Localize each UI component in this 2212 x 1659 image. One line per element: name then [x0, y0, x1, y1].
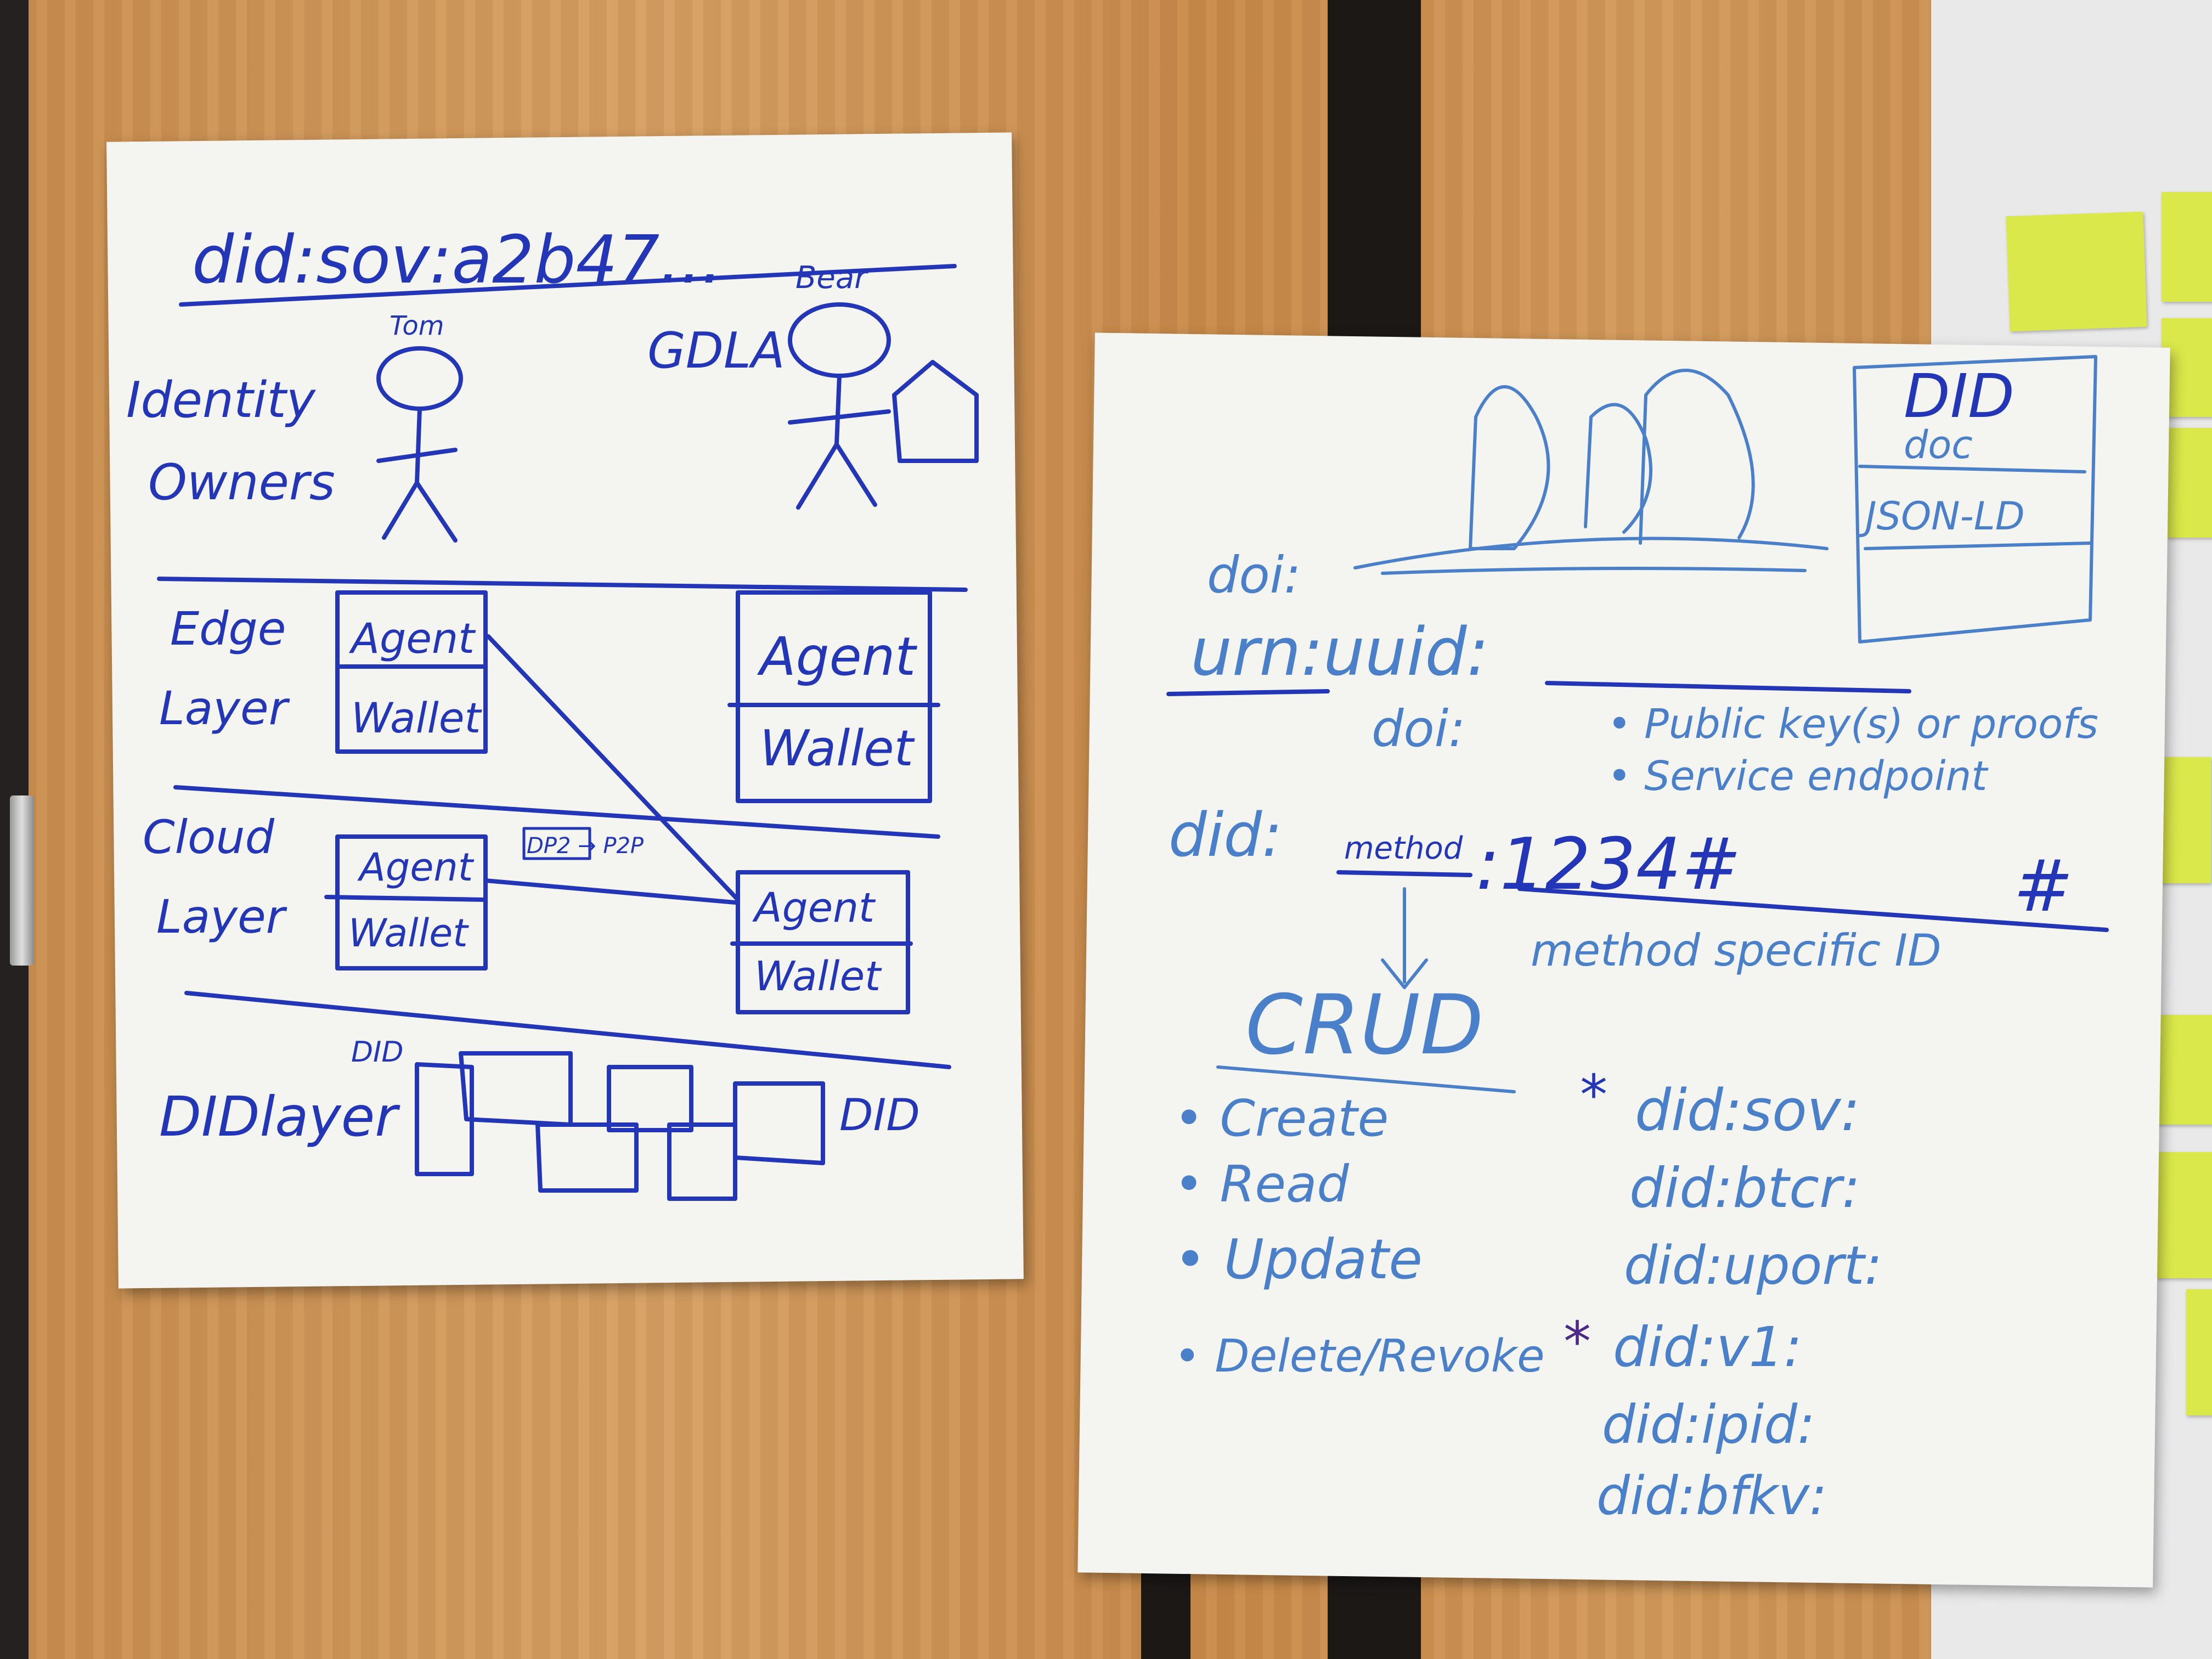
stick-figure-right	[788, 302, 891, 510]
divider-line	[1545, 681, 1911, 693]
svg-text:doc: doc	[1904, 422, 1973, 467]
cloud-agent-wallet-right: Agent Wallet	[730, 870, 913, 1014]
svg-text:*: *	[1580, 1063, 1607, 1127]
svg-text:Agent: Agent	[357, 845, 475, 890]
svg-text:did:ipid:: did:ipid:	[1602, 1394, 1815, 1455]
arrow-cloud	[483, 878, 737, 905]
doi-mid: doi:	[1372, 699, 1465, 758]
svg-text:JSON-LD: JSON-LD	[1859, 494, 2025, 539]
svg-text:DID: DID	[1904, 361, 2015, 431]
did-example-text: did:sov:a2b47...	[192, 222, 723, 298]
did-left-label: DID	[351, 1036, 403, 1069]
svg-text:Wallet: Wallet	[351, 693, 483, 742]
svg-text:Wallet: Wallet	[348, 911, 469, 956]
p2p-label: DP2 → P2P	[522, 827, 644, 860]
door-hinge	[10, 795, 34, 966]
svg-text:method specific ID: method specific ID	[1531, 925, 1942, 976]
sticky-note	[2167, 428, 2212, 538]
org-label: GDLA	[647, 322, 785, 380]
divider-line	[157, 577, 968, 592]
did-methods-list: * did:sov: did:btcr: did:uport: * did:v1…	[1564, 1063, 1882, 1527]
edge-layer-label: Edge Layer	[159, 602, 301, 735]
did-right-label: DID	[839, 1090, 920, 1141]
svg-text:did:: did:	[1169, 800, 1282, 870]
svg-text:Wallet: Wallet	[754, 953, 882, 1000]
did-doc-box: DID doc JSON-LD	[1853, 355, 2097, 644]
svg-text:Wallet: Wallet	[760, 720, 916, 777]
divider-line	[184, 991, 951, 1069]
underline	[179, 264, 957, 307]
svg-text:Agent: Agent	[348, 614, 476, 663]
service-endpoint-bullet: • Service endpoint	[1607, 753, 1989, 800]
crud-underline	[1216, 1065, 1516, 1093]
edge-agent-wallet-left: Agent Wallet	[335, 590, 488, 754]
svg-text:method: method	[1344, 831, 1463, 866]
doi-top: doi:	[1207, 546, 1301, 605]
did-layer-label: DIDlayer	[159, 1085, 400, 1149]
svg-text:DP2 → P2P: DP2 → P2P	[527, 833, 644, 859]
sticky-note	[2162, 192, 2212, 302]
urn-underline	[1166, 689, 1330, 696]
did-method-syntax: did: method :1234# # method specific ID	[1169, 800, 2109, 989]
svg-text:• Delete/Revoke: • Delete/Revoke	[1174, 1330, 1545, 1383]
svg-text:did:sov:: did:sov:	[1635, 1077, 1860, 1144]
stick-figure-left	[376, 346, 463, 543]
sticky-note	[2162, 318, 2212, 417]
cloud-layer-label: Cloud Layer	[143, 810, 289, 944]
cloud-agent-wallet-left: Agent Wallet	[324, 834, 488, 970]
did-sketch-logo	[1353, 369, 1829, 575]
public-key-bullet: • Public key(s) or proofs	[1607, 701, 2098, 748]
urn-uuid: urn:uuid:	[1190, 614, 1489, 691]
sticky-note	[2186, 1289, 2212, 1415]
person-right-name: Bear	[795, 260, 868, 296]
crud-list: • Create • Read • Update • Delete/Revoke	[1174, 1089, 1545, 1383]
svg-text:did:btcr:: did:btcr:	[1629, 1156, 1860, 1220]
svg-text:*: *	[1564, 1310, 1591, 1374]
svg-text:did:uport:: did:uport:	[1624, 1235, 1882, 1296]
sticky-note	[2156, 1152, 2212, 1278]
svg-text:Agent: Agent	[752, 884, 876, 932]
sticky-note	[2153, 1015, 2212, 1125]
svg-text:did:bfkv:: did:bfkv:	[1596, 1465, 1827, 1527]
svg-text:did:v1:: did:v1:	[1613, 1315, 1802, 1379]
person-left-name: Tom	[390, 311, 444, 341]
edge-agent-wallet-right: Agent Wallet	[727, 590, 940, 803]
svg-text:• Read: • Read	[1174, 1155, 1349, 1214]
svg-text:Agent: Agent	[757, 626, 918, 687]
crud-heading: CRUD	[1245, 978, 1483, 1073]
svg-text:#: #	[2013, 844, 2073, 928]
sticky-note	[2156, 757, 2211, 883]
arrow-edge	[486, 634, 740, 902]
did-ledger-blocks	[415, 1051, 825, 1201]
house-icon	[892, 360, 979, 463]
svg-text:• Create: • Create	[1174, 1089, 1389, 1148]
svg-text:• Update: • Update	[1174, 1227, 1423, 1291]
identity-owners-label: Identity Owners	[126, 371, 335, 511]
divider-line	[173, 785, 940, 839]
svg-text::1234#: :1234#	[1476, 822, 1741, 906]
